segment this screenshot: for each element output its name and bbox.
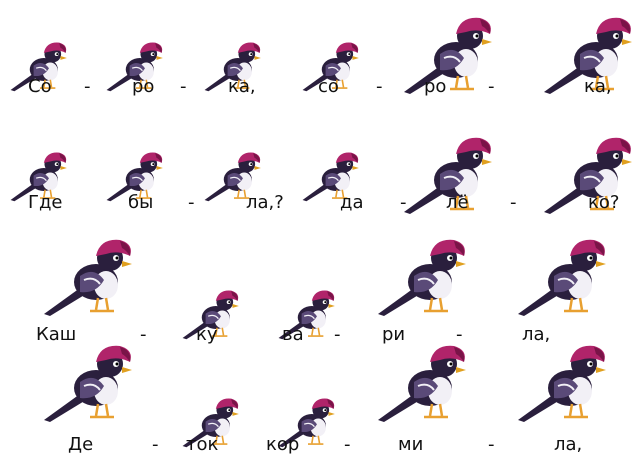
syllable: Где [28, 192, 63, 213]
magpie-bird-icon [40, 336, 140, 426]
syllable: ла, [522, 324, 551, 345]
syllable-dash: - [152, 434, 159, 455]
syllable: ко? [588, 192, 620, 213]
syllable: кор [266, 434, 300, 455]
syllable: ва [282, 324, 304, 345]
syllable-dash: - [188, 192, 195, 213]
syllable-dash: - [488, 434, 495, 455]
syllable: лё [446, 192, 469, 213]
syllable-dash: - [84, 76, 91, 97]
syllable-dash: - [400, 192, 407, 213]
syllable-dash: - [344, 434, 351, 455]
syllable-dash: - [180, 76, 187, 97]
syllable: ку [196, 324, 218, 345]
syllable: ла, [554, 434, 583, 455]
syllable-dash: - [510, 192, 517, 213]
syllable: ро [132, 76, 155, 97]
magpie-bird-icon [374, 336, 474, 426]
magpie-bird-icon [514, 336, 614, 426]
syllable: да [340, 192, 364, 213]
syllable: ток [186, 434, 219, 455]
syllable: ми [398, 434, 424, 455]
syllable-dash: - [140, 324, 147, 345]
syllable: ка, [584, 76, 612, 97]
syllable: бы [128, 192, 154, 213]
magpie-bird-icon [40, 230, 140, 320]
syllable: ри [382, 324, 406, 345]
syllable-dash: - [334, 324, 341, 345]
syllable: ро [424, 76, 447, 97]
syllable-dash: - [376, 76, 383, 97]
syllable: ла,? [246, 192, 284, 213]
syllable: со [318, 76, 339, 97]
magpie-bird-icon [514, 230, 614, 320]
magpie-bird-icon [374, 230, 474, 320]
syllable: Каш [36, 324, 77, 345]
syllable-dash: - [488, 76, 495, 97]
magpie-bird-icon [400, 8, 500, 98]
syllable: Со [28, 76, 52, 97]
syllable: ка, [228, 76, 256, 97]
syllable: Де [68, 434, 94, 455]
syllable-dash: - [456, 324, 463, 345]
